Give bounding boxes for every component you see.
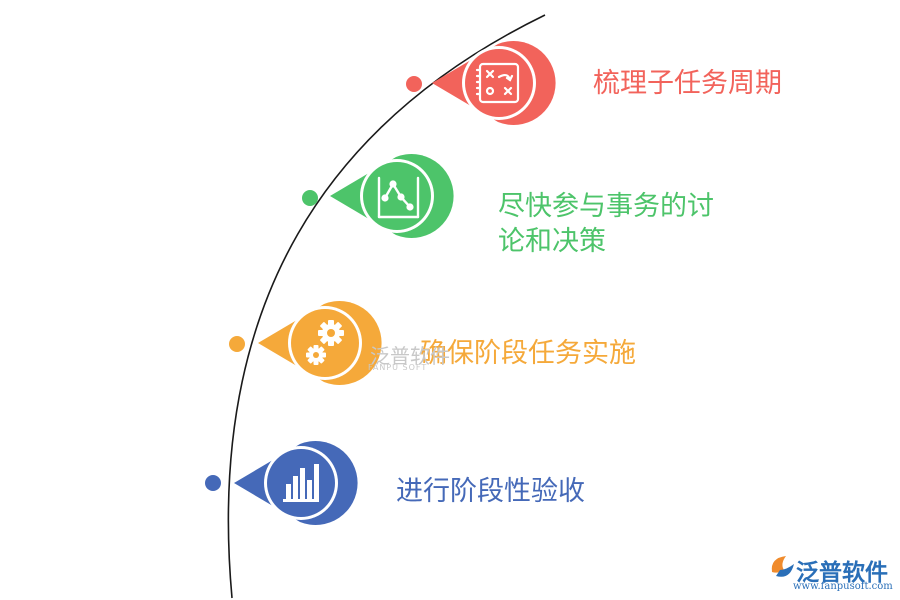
- bar-chart-icon: [283, 464, 319, 502]
- brand-name: 泛普软件: [796, 560, 888, 586]
- step-4-marker: [205, 441, 358, 525]
- step-3-marker: [229, 301, 382, 385]
- step-1-marker: [406, 41, 556, 125]
- step-2-label-line-2: 论和决策: [498, 226, 606, 257]
- brand-logo-icon: [771, 556, 794, 577]
- step-1-dot: [406, 76, 422, 92]
- gears-icon: [306, 320, 344, 365]
- step-2-marker: [302, 154, 454, 238]
- brand-url: www.fanpusoft.com: [793, 581, 893, 592]
- step-3-dot: [229, 336, 245, 352]
- puzzle-strategy-icon: [475, 62, 520, 104]
- watermark-text: 泛普软件: [370, 344, 450, 368]
- timeline-arc: [227, 14, 546, 599]
- step-2-dot: [302, 190, 318, 206]
- step-3-label: 确保阶段任务实施: [420, 338, 636, 369]
- step-1-label: 梳理子任务周期: [593, 68, 782, 99]
- line-chart-icon: [377, 176, 420, 219]
- step-4-label: 进行阶段性验收: [396, 476, 585, 507]
- step-2-label-line-1: 尽快参与事务的讨: [498, 191, 714, 222]
- watermark-subtext: FANPU SOFT: [368, 363, 428, 372]
- step-4-dot: [205, 475, 221, 491]
